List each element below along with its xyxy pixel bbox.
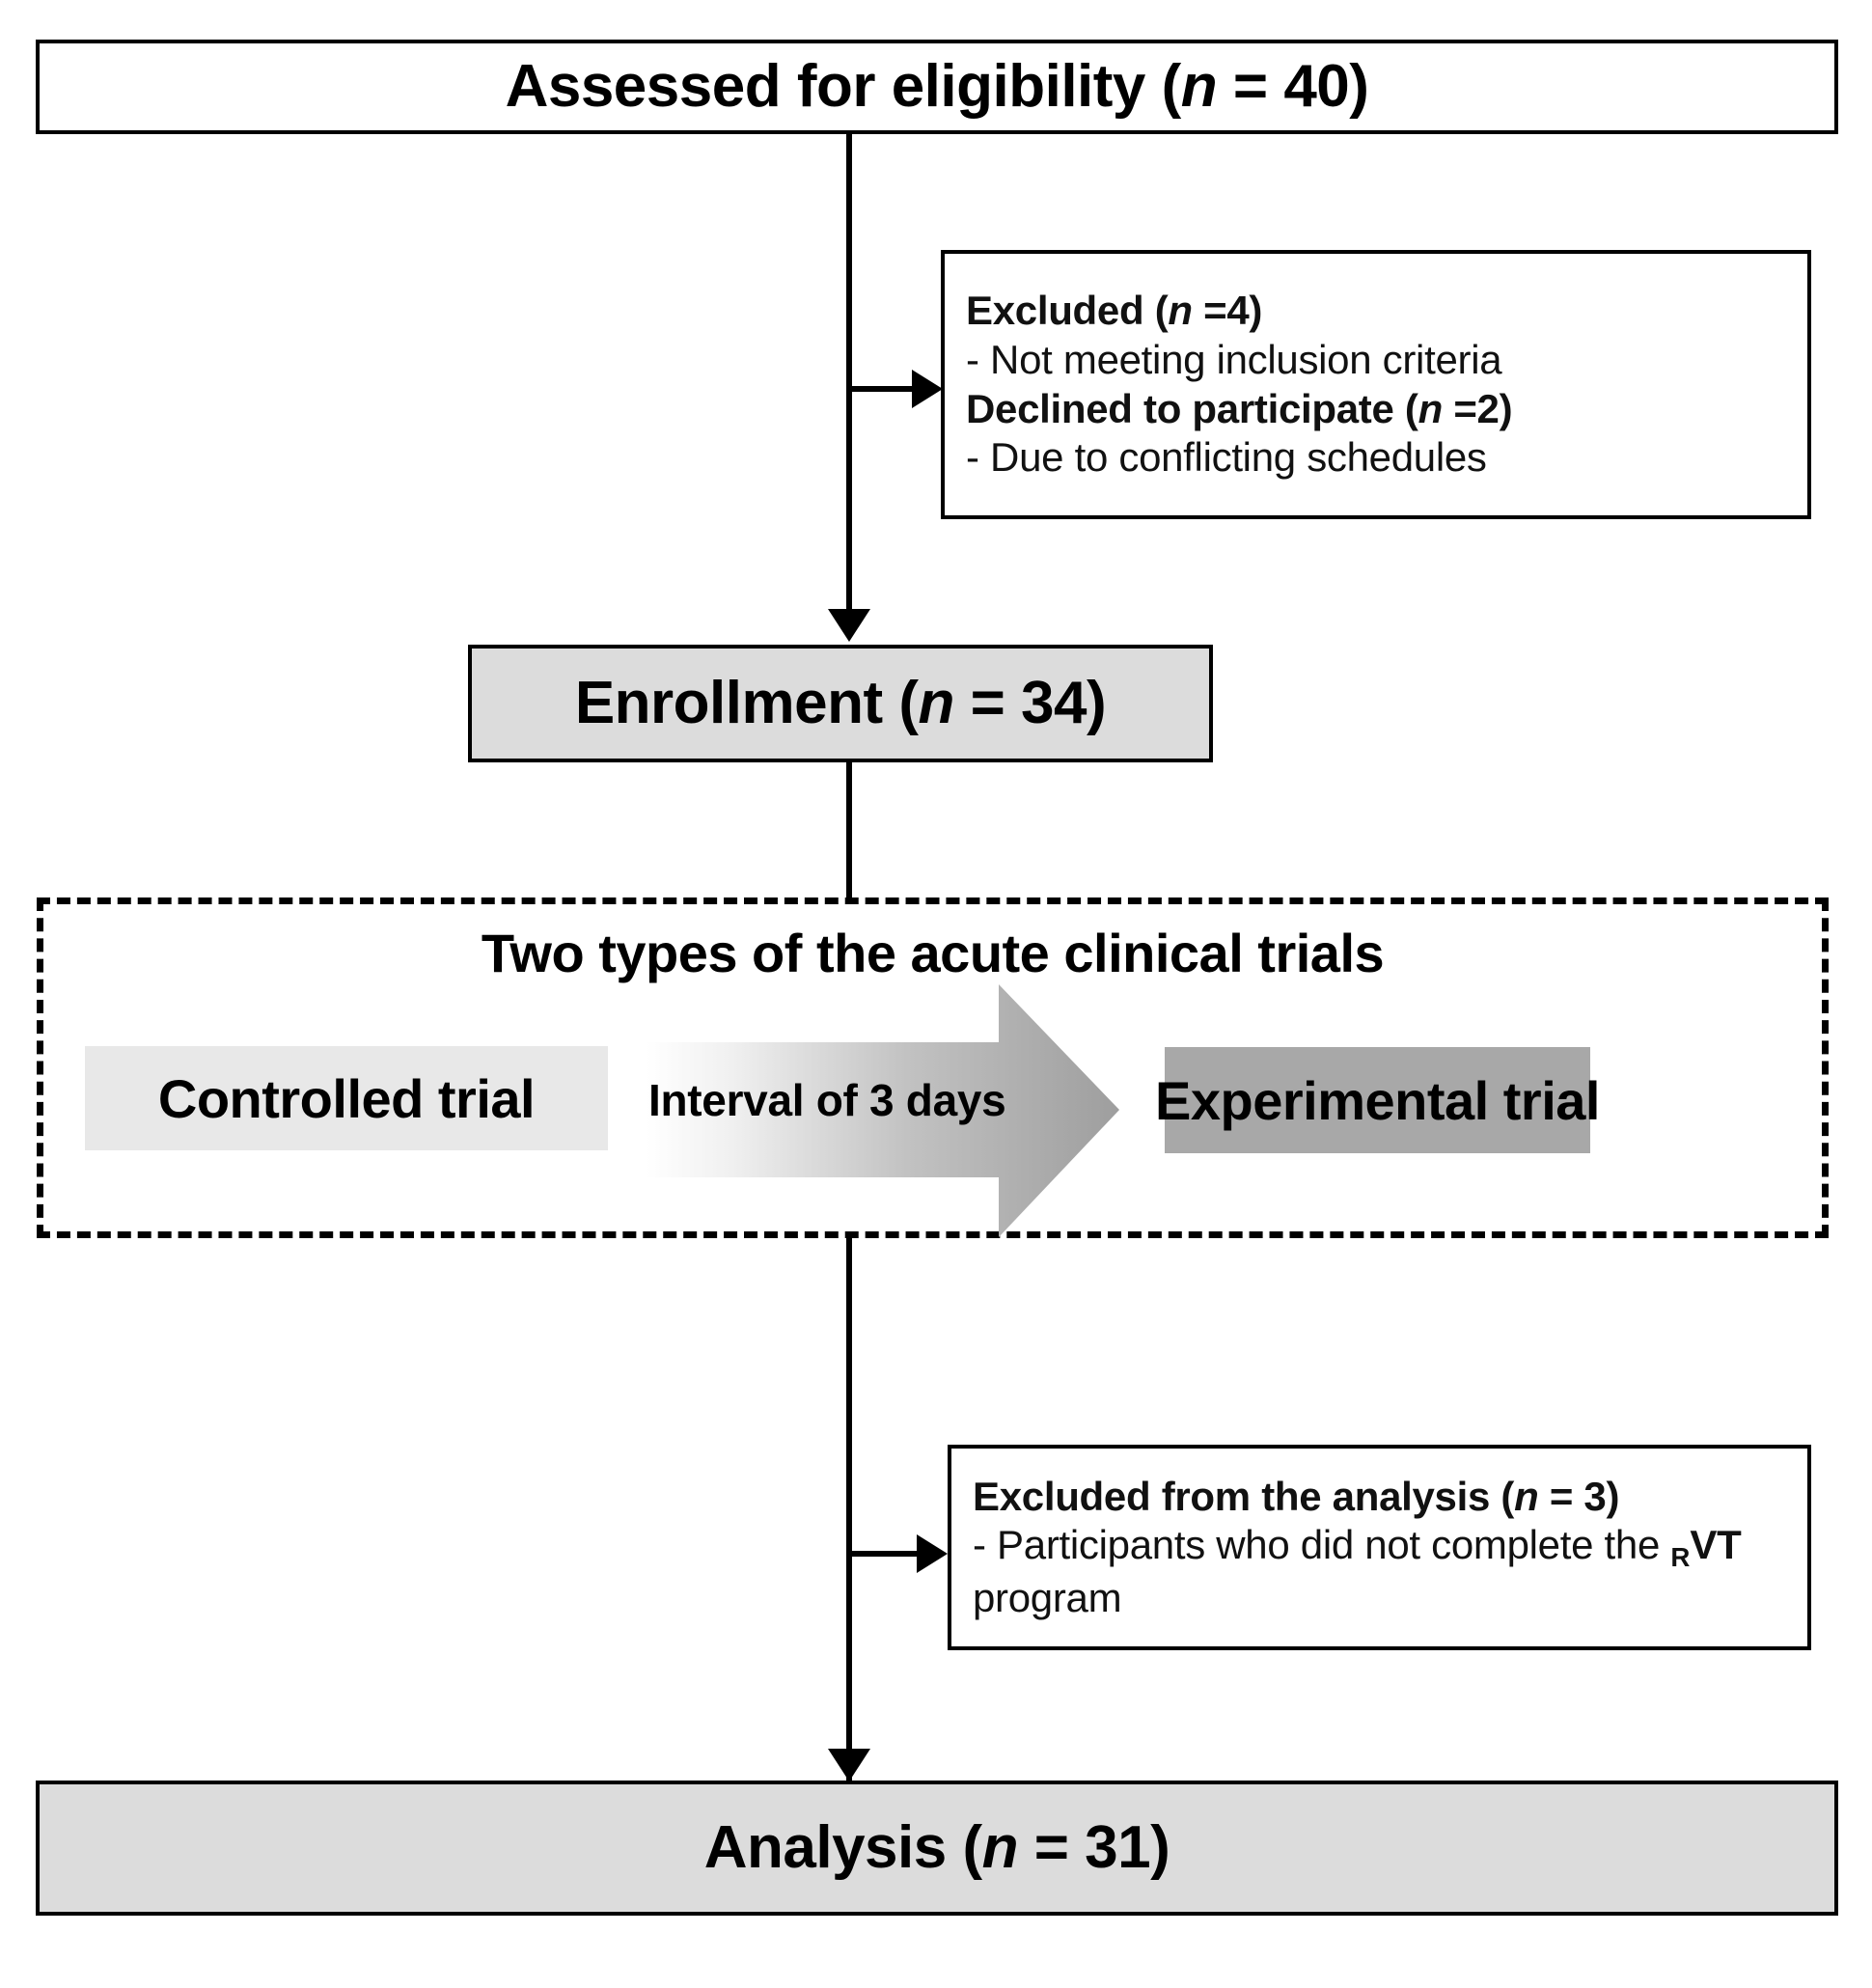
excluded-bottom-line1-prefix: Excluded from the analysis ( xyxy=(973,1473,1515,1519)
enrollment-suffix: = 34) xyxy=(953,669,1107,736)
enrollment-box: Enrollment (n = 34) xyxy=(468,645,1213,762)
excluded-from-analysis-box: Excluded from the analysis (n = 3) - Par… xyxy=(948,1445,1811,1650)
branch-line-to-excluded-bottom xyxy=(849,1551,919,1557)
excluded-top-line4: - Due to conflicting schedules xyxy=(966,434,1487,481)
arrow-into-analysis xyxy=(828,1749,870,1781)
analysis-box: Analysis (n = 31) xyxy=(36,1781,1838,1916)
interval-label: Interval of 3 days xyxy=(648,1075,1006,1125)
excluded-bottom-line1-n: n xyxy=(1514,1473,1539,1519)
assessed-prefix: Assessed for eligibility ( xyxy=(505,52,1182,120)
analysis-prefix: Analysis ( xyxy=(703,1813,982,1881)
excluded-bottom-line2-part2: program xyxy=(973,1574,1122,1620)
arrow-into-excluded-top xyxy=(912,370,943,408)
excluded-bottom-subscript-r: R xyxy=(1670,1542,1691,1573)
trunk-line-assessed-to-enrollment xyxy=(846,134,852,609)
experimental-trial-chip: Experimental trial xyxy=(1155,1047,1600,1153)
excluded-top-box: Excluded (n =4) - Not meeting inclusion … xyxy=(941,250,1811,519)
excluded-top-line2: - Not meeting inclusion criteria xyxy=(966,336,1502,382)
excluded-bottom-line2-part1: - Participants who did not complete the xyxy=(973,1522,1671,1568)
excluded-top-line1: Excluded (n =4) xyxy=(966,287,1807,336)
assessed-suffix: = 40) xyxy=(1217,52,1369,120)
excluded-bottom-line1-suffix: = 3) xyxy=(1538,1473,1620,1519)
assessed-for-eligibility-box: Assessed for eligibility (n = 40) xyxy=(36,40,1838,134)
analysis-suffix: = 31) xyxy=(1018,1813,1170,1881)
assessed-n-symbol: n xyxy=(1180,52,1218,120)
excluded-top-line1-prefix: Excluded ( xyxy=(966,287,1169,333)
enrollment-prefix: Enrollment ( xyxy=(574,669,919,736)
enrollment-label: Enrollment (n = 34) xyxy=(574,669,1107,736)
controlled-trial-chip: Controlled trial xyxy=(85,1046,608,1150)
excluded-top-line3: Declined to participate (n =2) xyxy=(966,385,1807,434)
excluded-bottom-line1: Excluded from the analysis (n = 3) xyxy=(973,1473,1807,1522)
arrow-into-excluded-bottom xyxy=(917,1534,948,1573)
analysis-label: Analysis (n = 31) xyxy=(703,1813,1170,1881)
assessed-for-eligibility-label: Assessed for eligibility (n = 40) xyxy=(505,52,1369,120)
excluded-top-line3-suffix: =2) xyxy=(1442,385,1513,431)
analysis-n-symbol: n xyxy=(981,1813,1019,1881)
trials-section-heading: Two types of the acute clinical trials xyxy=(481,923,1385,983)
excluded-top-line3-prefix: Declined to participate ( xyxy=(966,385,1418,431)
trunk-line-enrollment-to-trials xyxy=(846,762,852,902)
branch-line-to-excluded-top xyxy=(849,386,915,392)
excluded-top-line1-n: n xyxy=(1168,287,1193,333)
enrollment-n-symbol: n xyxy=(918,669,955,736)
excluded-bottom-vt: VT xyxy=(1690,1522,1742,1568)
excluded-bottom-line2: - Participants who did not complete the … xyxy=(973,1521,1793,1622)
excluded-top-line1-suffix: =4) xyxy=(1192,287,1263,333)
arrow-into-enrollment xyxy=(828,609,870,642)
trunk-line-trials-to-analysis xyxy=(846,1238,852,1781)
excluded-top-line3-n: n xyxy=(1418,385,1444,431)
